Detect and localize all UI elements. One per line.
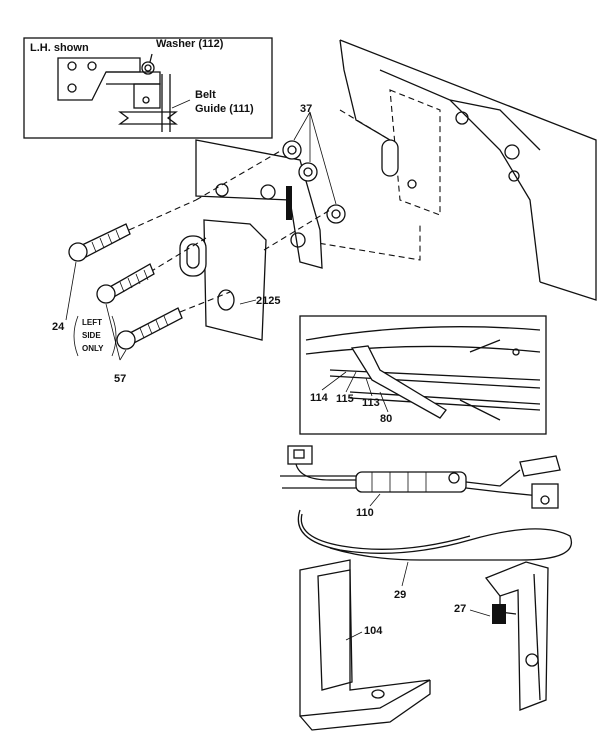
label-only: ONLY [82,344,104,353]
inset-lh-shown: L.H. shown Washer (112) Belt Guide (111) [23,37,273,139]
label-115: 115 [336,393,354,405]
bracket-assembly [119,111,346,341]
label-113: 113 [362,397,380,409]
mount-plate-2125 [203,219,267,341]
inset-frame [23,37,273,139]
label-114: 114 [310,392,329,404]
label-29: 29 [394,589,406,601]
belt-guide-label-1: Belt [195,89,216,101]
label-57: 57 [114,373,126,385]
inset-detail-frame [299,315,547,435]
frame-slot [381,139,399,177]
inset-detail: 114 115 113 80 [299,315,547,435]
label-80: 80 [380,413,392,425]
inset-bracket [57,57,141,101]
inset-washer [141,61,155,75]
harness-plug-right [519,455,561,477]
label-37: 37 [300,103,312,115]
slot-washer [179,235,207,277]
inset-title: L.H. shown [30,42,89,54]
clip-bracket-27: 27 [454,561,549,711]
belt-guide-label-2: Guide (111) [195,103,254,115]
label-left: LEFT [82,318,102,327]
belt-29 [297,509,573,561]
angle-bracket-104: 104 [299,559,431,731]
label-110: 110 [356,507,374,519]
frame-rail [299,39,597,301]
label-2125: 2125 [256,295,280,307]
label-24: 24 [52,321,65,333]
washer-label: Washer (112) [156,38,224,50]
bolt-57-a [96,263,155,304]
inset-belt-guide [133,83,161,109]
bolt-57-b [116,307,183,350]
label-side: SIDE [82,331,101,340]
label-104: 104 [364,625,383,637]
bolt-24 [68,223,131,262]
nut-37-a [282,140,302,160]
inset-belt-guide-detail [350,345,447,419]
label-27: 27 [454,603,466,615]
harness-connector-left [287,445,313,465]
wire-harness-110: 110 [280,445,561,519]
nut-37-b [298,162,318,182]
nut-37-c [326,204,346,224]
